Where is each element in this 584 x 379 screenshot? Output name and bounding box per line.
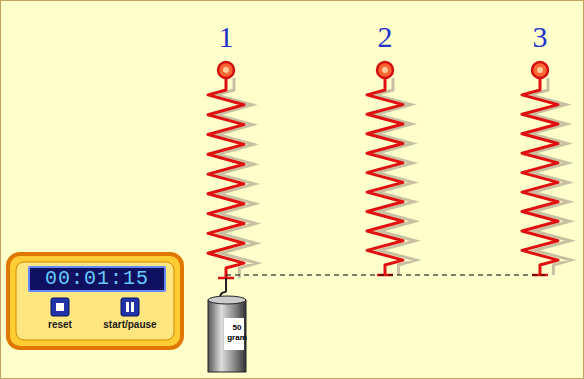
mass-top bbox=[208, 296, 246, 304]
spring-ring-hole bbox=[537, 67, 543, 73]
reference-line bbox=[226, 275, 545, 276]
spring-coil bbox=[367, 78, 403, 275]
spring-number: 3 bbox=[533, 20, 548, 54]
timer-display-text: 00:01:15 bbox=[30, 268, 164, 290]
spring-ring-hole bbox=[382, 67, 388, 73]
spring-ring-hole bbox=[223, 67, 229, 73]
timer-inner bbox=[16, 262, 174, 340]
spring-shadows bbox=[216, 78, 571, 278]
springs bbox=[208, 62, 558, 278]
spring-coil bbox=[522, 78, 558, 275]
mass-label-text: 50 gram bbox=[224, 318, 250, 343]
spring-ring bbox=[377, 62, 393, 78]
spring-number: 2 bbox=[378, 20, 393, 54]
mass-label: 50 gram bbox=[224, 318, 250, 350]
timer-display: 00:01:15 bbox=[28, 266, 166, 292]
stop-icon bbox=[56, 303, 64, 311]
reset-button bbox=[51, 298, 69, 316]
spring-ring bbox=[532, 62, 548, 78]
button-label: reset bbox=[48, 319, 72, 330]
pause-button bbox=[121, 298, 139, 316]
spring-ring bbox=[218, 62, 234, 78]
timer-panel bbox=[8, 254, 182, 348]
pause-icon bbox=[131, 302, 134, 312]
spring-coil bbox=[208, 78, 244, 278]
pause-icon bbox=[126, 302, 129, 312]
spring-number: 1 bbox=[219, 20, 234, 54]
button-label: start/pause bbox=[103, 319, 156, 330]
